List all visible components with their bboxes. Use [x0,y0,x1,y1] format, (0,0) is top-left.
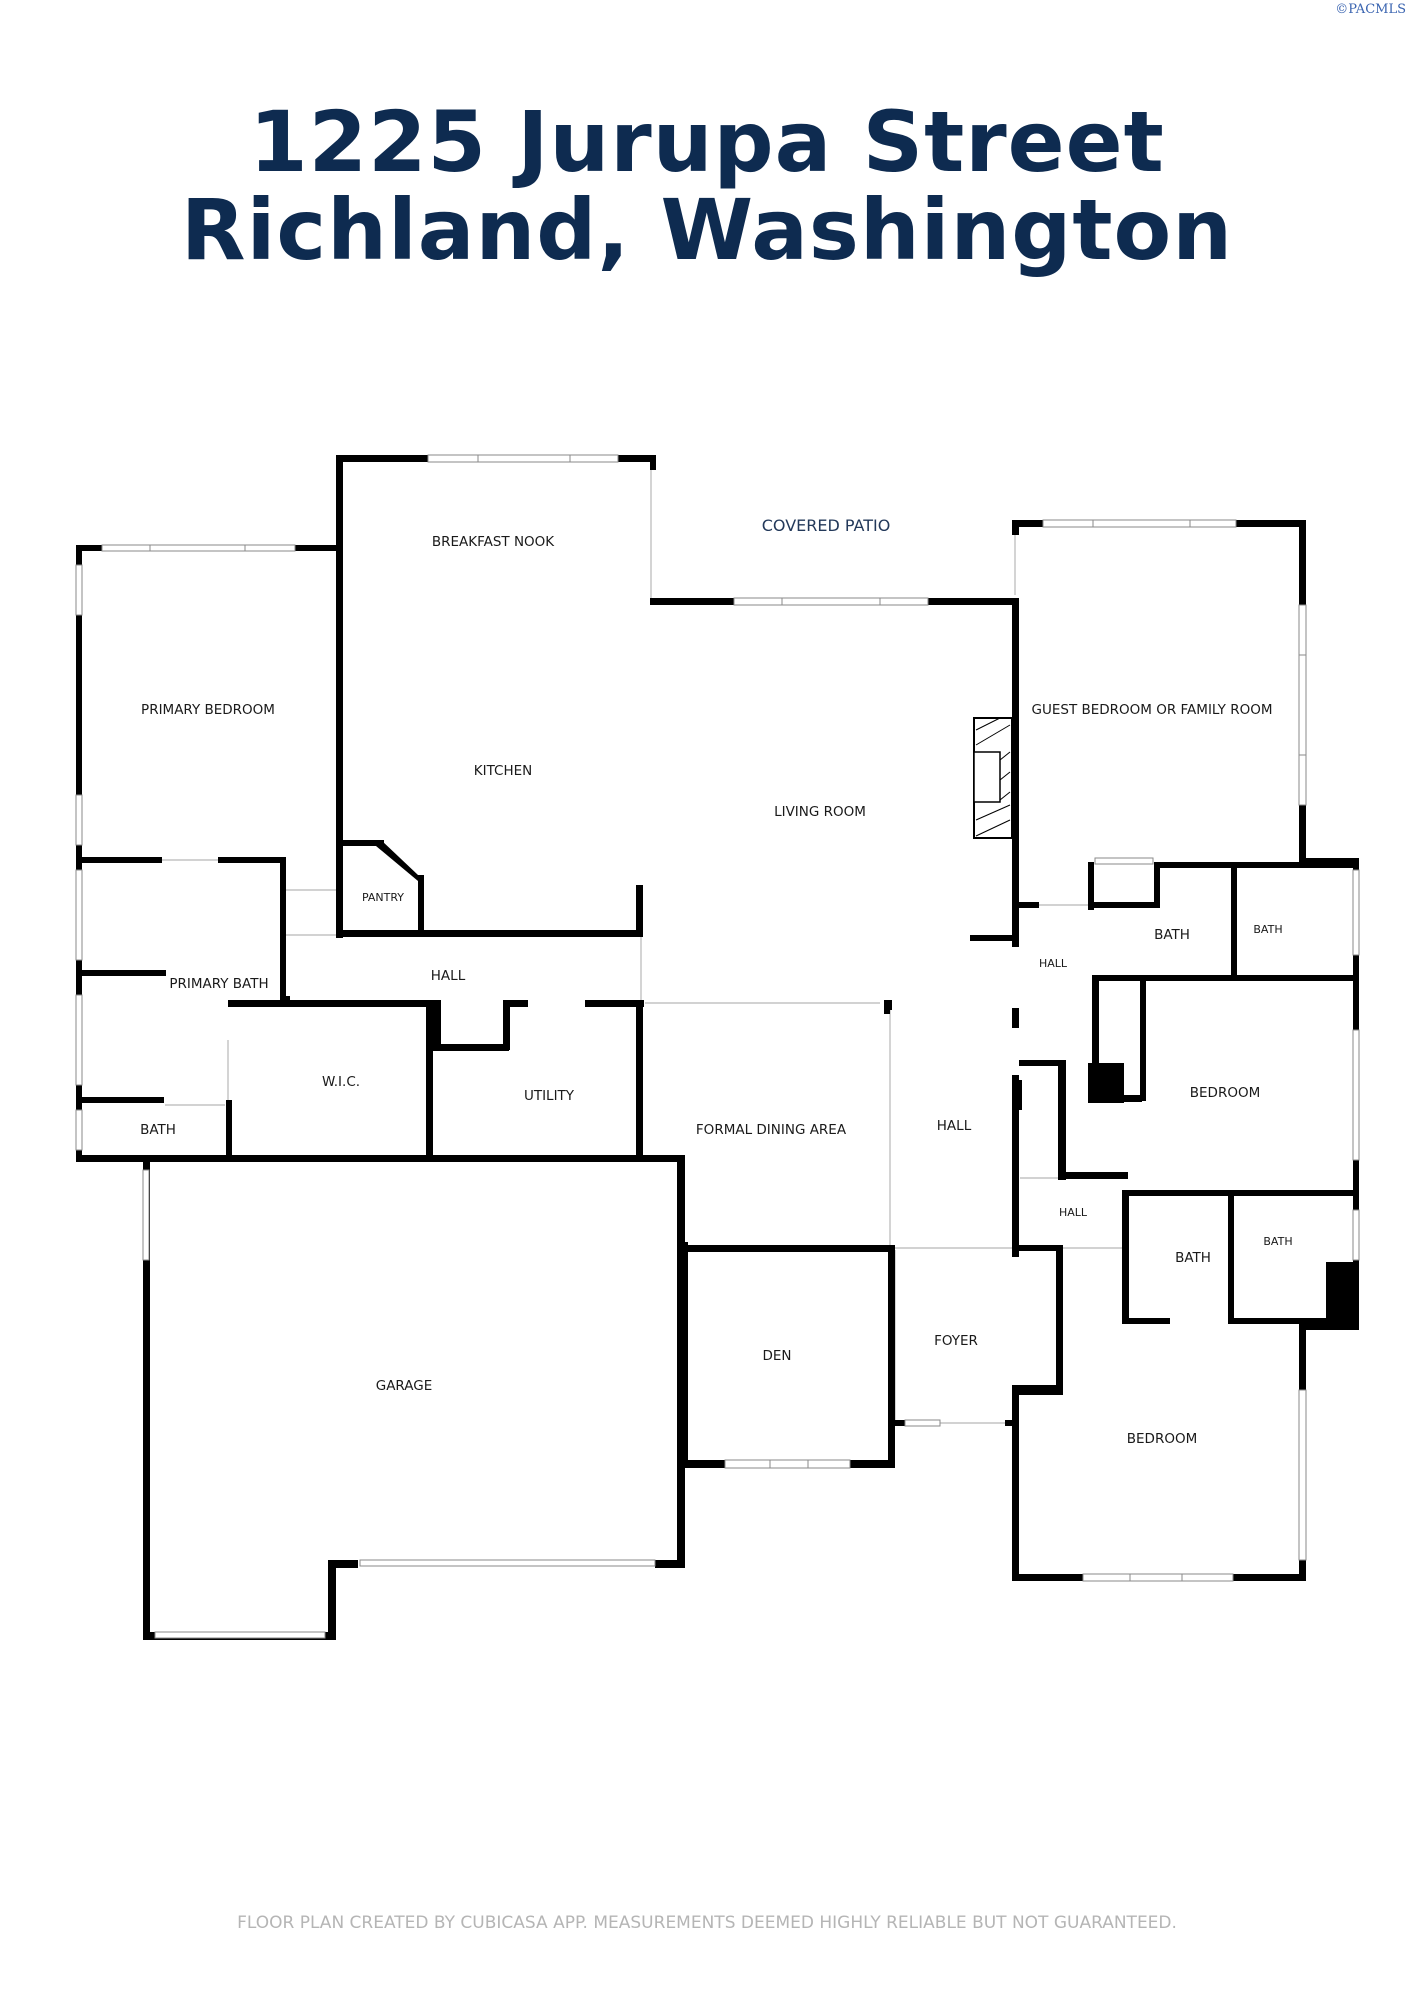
disclaimer-footer: FLOOR PLAN CREATED BY CUBICASA APP. MEAS… [237,1913,1177,1933]
label-bath-2: BATH [1253,923,1282,936]
label-bath-3: BATH [1175,1250,1211,1266]
label-hall-right-top: HALL [1039,957,1068,970]
label-guest-bedroom: GUEST BEDROOM OR FAMILY ROOM [1032,702,1273,718]
thin-lines [145,470,1122,1424]
label-kitchen: KITCHEN [474,763,533,779]
label-primary-bath: PRIMARY BATH [169,976,268,992]
windows [75,454,1360,1639]
room-labels: BREAKFAST NOOK COVERED PATIO PRIMARY BED… [140,516,1293,1447]
label-bedroom-1: BEDROOM [1190,1085,1260,1101]
label-breakfast-nook: BREAKFAST NOOK [432,534,555,550]
label-foyer: FOYER [934,1333,978,1349]
address-street: 1225 Jurupa Street [249,93,1165,191]
label-bedroom-2: BEDROOM [1127,1431,1197,1447]
address-city: Richland, Washington [180,181,1234,279]
label-covered-patio: COVERED PATIO [762,516,891,535]
label-bath-1: BATH [1154,927,1190,943]
label-bath-small: BATH [140,1122,176,1138]
label-hall-center: HALL [431,968,466,984]
fireplace-icon [973,717,1013,839]
label-den: DEN [762,1348,791,1364]
label-hall-main: HALL [937,1118,972,1134]
label-garage: GARAGE [376,1378,433,1394]
label-living-room: LIVING ROOM [774,804,866,820]
label-utility: UTILITY [524,1088,575,1104]
pantry-walls [376,840,418,881]
label-primary-bedroom: PRIMARY BEDROOM [141,702,275,718]
label-wic: W.I.C. [322,1074,360,1090]
label-bath-4: BATH [1263,1235,1292,1248]
mls-watermark: ©PACMLS [1335,2,1406,17]
label-formal-dining: FORMAL DINING AREA [696,1122,847,1138]
walls [76,455,1359,1640]
label-hall-right-mid: HALL [1059,1206,1088,1219]
label-pantry: PANTRY [362,891,404,904]
